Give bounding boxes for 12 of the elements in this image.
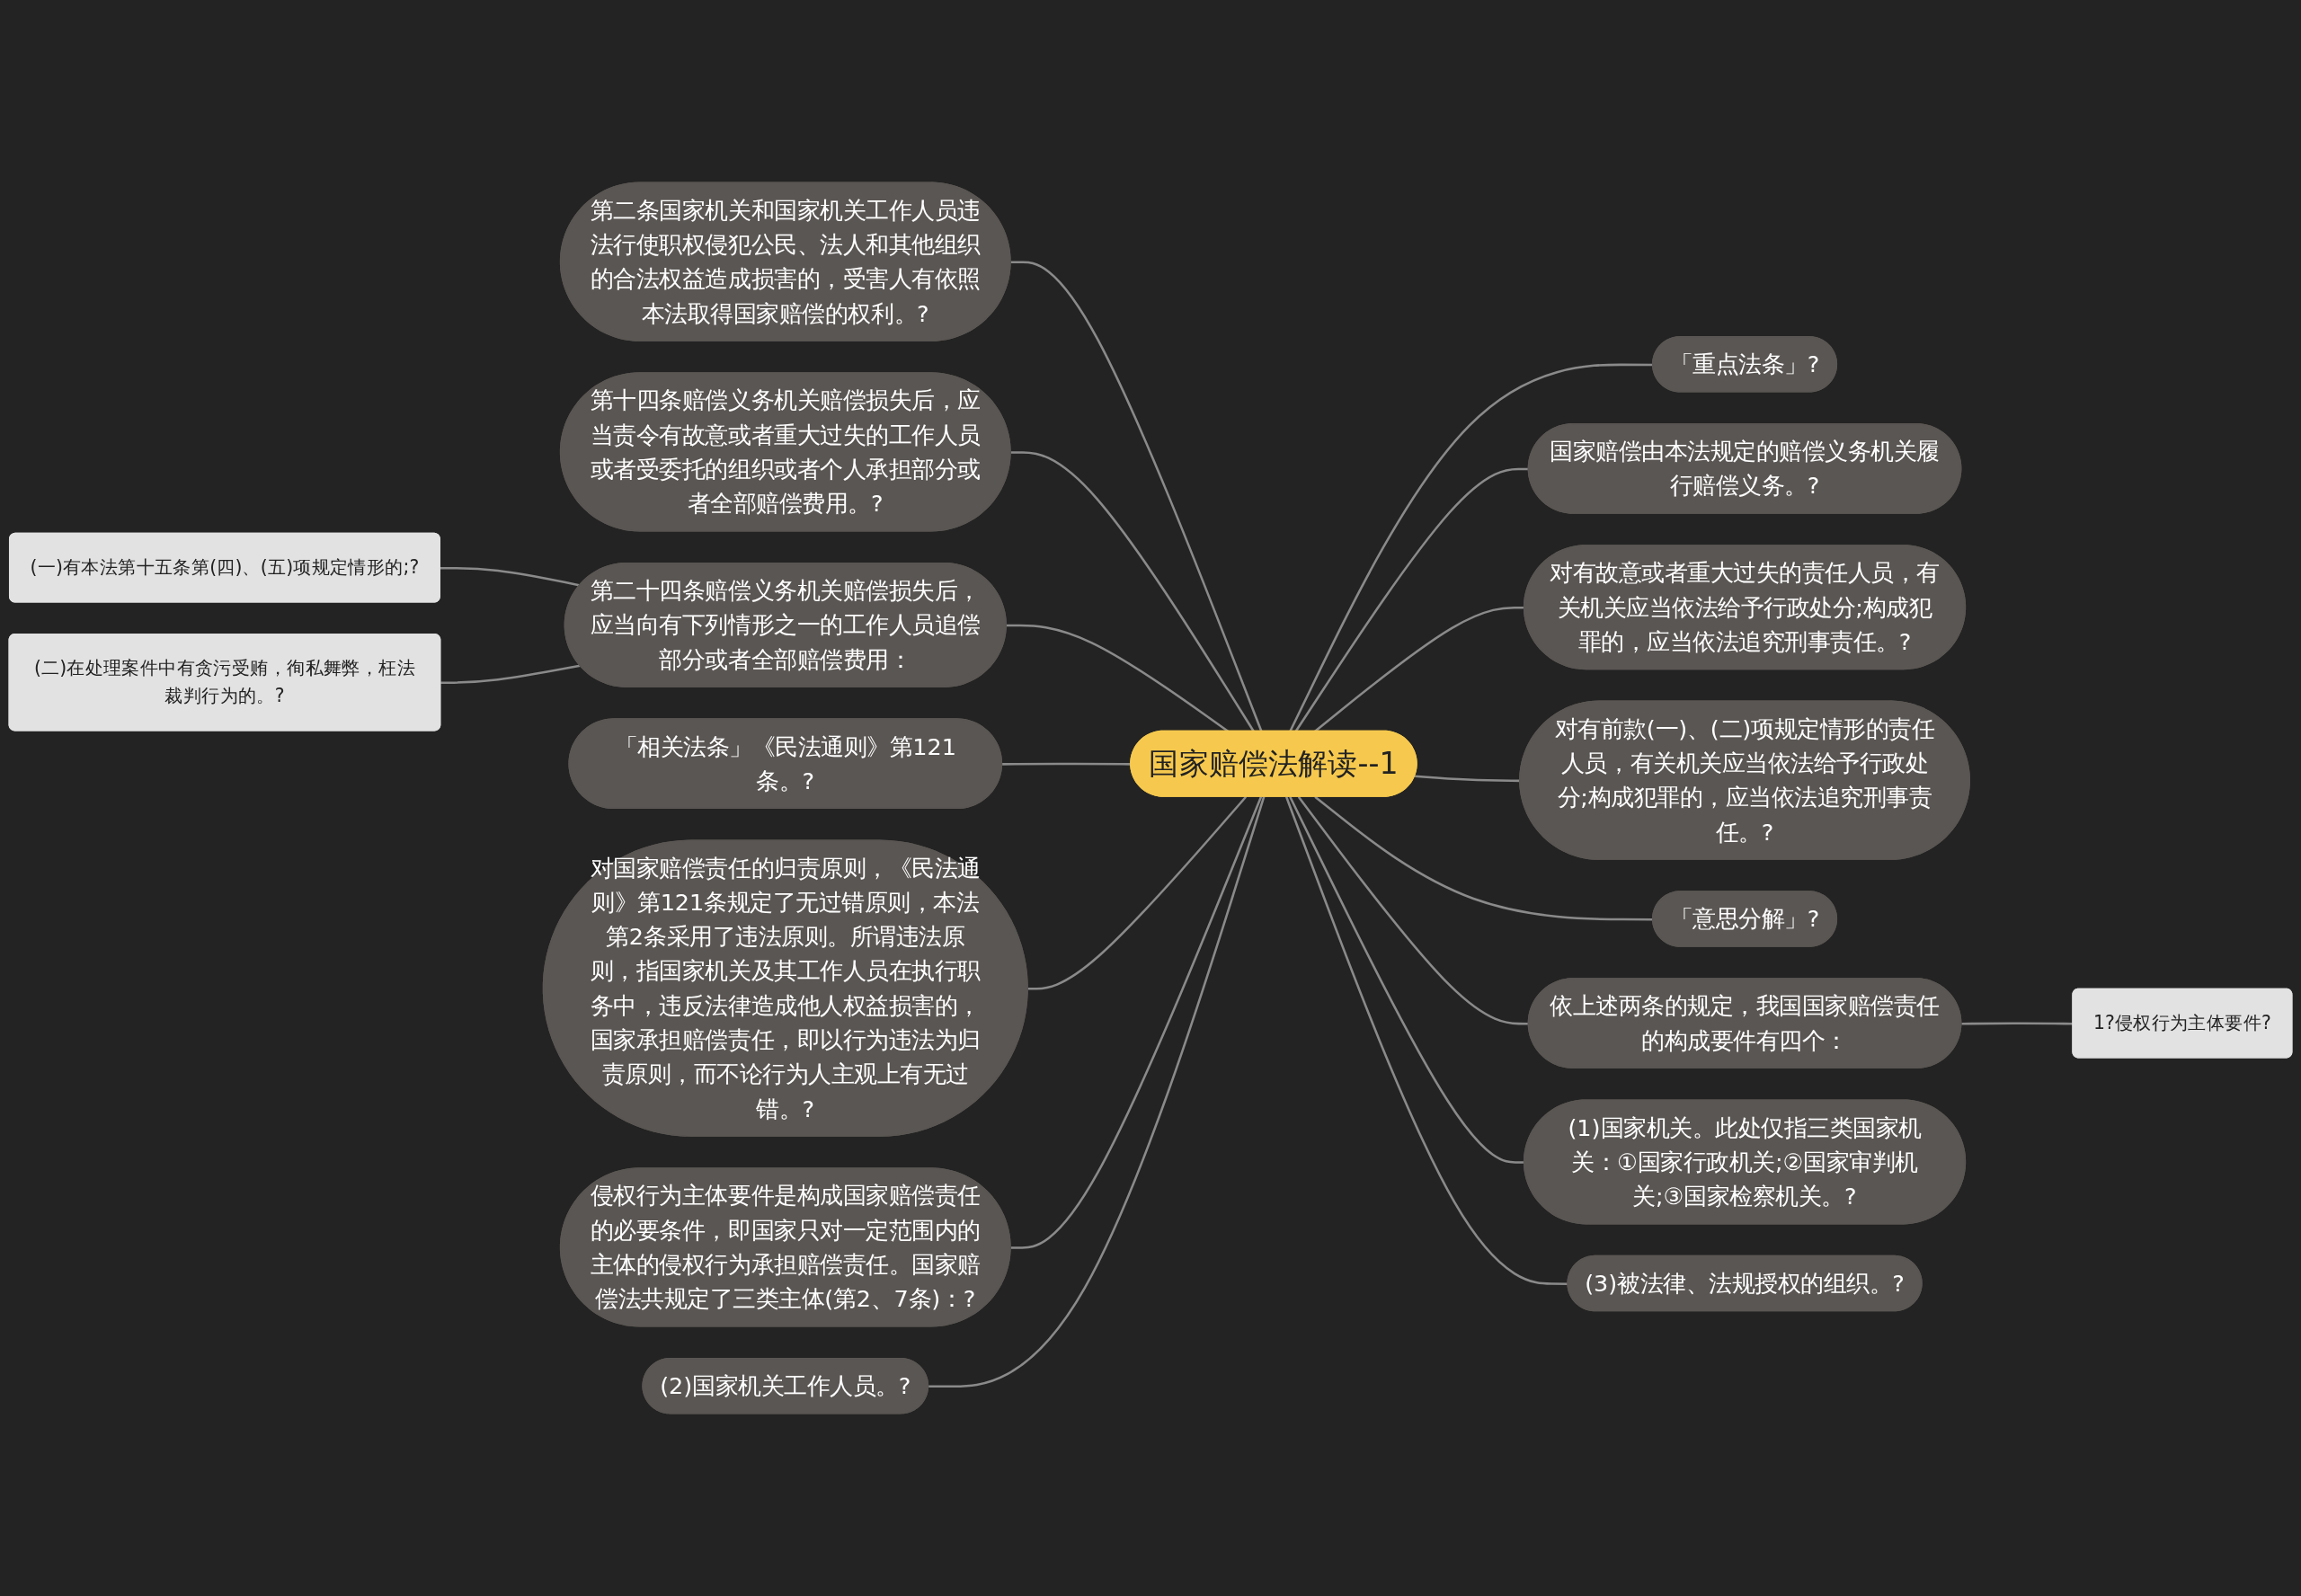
connector <box>1002 762 1132 766</box>
connector <box>1961 1022 2074 1025</box>
connector <box>1010 451 1255 732</box>
connector <box>1010 796 1263 1249</box>
connector <box>1294 467 1529 732</box>
connector <box>1010 261 1263 732</box>
connector <box>928 796 1266 1388</box>
connector <box>1297 795 1529 1025</box>
connector <box>440 664 581 685</box>
connector <box>1027 795 1248 990</box>
connector <box>1285 796 1568 1285</box>
connector <box>440 566 581 587</box>
